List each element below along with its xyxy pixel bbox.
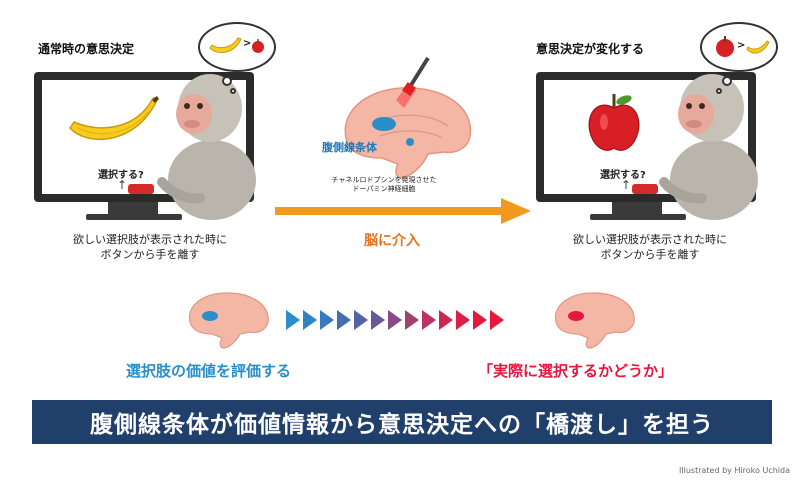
chevron-icon bbox=[388, 310, 402, 330]
left-up-arrow-icon: ↑ bbox=[117, 178, 128, 192]
right-caption: 欲しい選択肢が表示された時に ボタンから手を離す bbox=[540, 232, 760, 262]
chevron-icon bbox=[456, 310, 470, 330]
region-label: 腹側線条体 bbox=[322, 141, 377, 154]
right-caption-line1: 欲しい選択肢が表示された時に bbox=[573, 233, 727, 246]
left-caption-line1: 欲しい選択肢が表示された時に bbox=[73, 233, 227, 246]
left-monitor-base bbox=[86, 214, 182, 220]
left-screen-prompt: 選択する? bbox=[98, 170, 144, 181]
chevron-icon bbox=[405, 310, 419, 330]
choice-brain-icon bbox=[554, 292, 635, 349]
value-brain-icon bbox=[188, 292, 269, 349]
right-small-banana-icon bbox=[746, 40, 770, 54]
chevron-icon bbox=[286, 310, 300, 330]
left-greater-than-icon: > bbox=[243, 38, 252, 49]
chevron-icon bbox=[354, 310, 368, 330]
chevron-icon bbox=[337, 310, 351, 330]
left-caption: 欲しい選択肢が表示された時に ボタンから手を離す bbox=[40, 232, 260, 262]
left-thought-dot-1 bbox=[222, 76, 232, 86]
choice-label: 「実際に選択するかどうか」 bbox=[478, 362, 674, 380]
chevron-icon bbox=[439, 310, 453, 330]
apple-icon bbox=[588, 94, 640, 151]
right-thought-dot-1 bbox=[722, 76, 732, 86]
right-red-button bbox=[632, 184, 658, 194]
left-caption-line2: ボタンから手を離す bbox=[100, 248, 200, 261]
gradient-chevron-row bbox=[286, 310, 528, 330]
small-apple-icon bbox=[252, 39, 264, 53]
small-banana-icon bbox=[209, 37, 242, 54]
chevron-icon bbox=[320, 310, 334, 330]
optic-fiber-icon bbox=[396, 56, 430, 108]
center-brain-icon bbox=[344, 87, 472, 179]
left-monitor-stand bbox=[108, 202, 158, 216]
right-small-apple-icon bbox=[716, 36, 734, 57]
left-red-button bbox=[128, 184, 154, 194]
chevron-icon bbox=[371, 310, 385, 330]
intervention-arrow-icon bbox=[275, 198, 531, 224]
left-monkey-icon bbox=[157, 74, 256, 220]
right-screen-prompt: 選択する? bbox=[600, 170, 646, 181]
neuron-label: チャネルロドプシンを発現させた ドーパミン神経細胞 bbox=[318, 176, 450, 194]
left-thought-dot-2 bbox=[230, 88, 236, 94]
intervention-label: 脳に介入 bbox=[364, 233, 420, 249]
right-monkey-icon bbox=[659, 74, 758, 220]
chevron-icon bbox=[490, 310, 504, 330]
right-greater-than-icon: > bbox=[737, 40, 746, 51]
neuron-label-line1: チャネルロドプシンを発現させた bbox=[331, 176, 437, 184]
chevron-icon bbox=[422, 310, 436, 330]
right-up-arrow-icon: ↑ bbox=[621, 178, 632, 192]
chevron-icon bbox=[473, 310, 487, 330]
value-label: 選択肢の価値を評価する bbox=[126, 362, 292, 380]
left-panel-title: 通常時の意思決定 bbox=[38, 42, 135, 56]
neuron-label-line2: ドーパミン神経細胞 bbox=[352, 185, 416, 193]
banana-icon bbox=[69, 96, 159, 140]
right-monitor-base bbox=[590, 214, 686, 220]
conclusion-banner: 腹側線条体が価値情報から意思決定への「橋渡し」を担う bbox=[32, 400, 772, 444]
right-thought-dot-2 bbox=[716, 88, 722, 94]
chevron-icon bbox=[303, 310, 317, 330]
illustrator-credit: Illustrated by Hiroko Uchida bbox=[679, 466, 790, 475]
right-monitor-stand bbox=[612, 202, 662, 216]
right-caption-line2: ボタンから手を離す bbox=[600, 248, 700, 261]
right-panel-title: 意思決定が変化する bbox=[536, 42, 645, 56]
